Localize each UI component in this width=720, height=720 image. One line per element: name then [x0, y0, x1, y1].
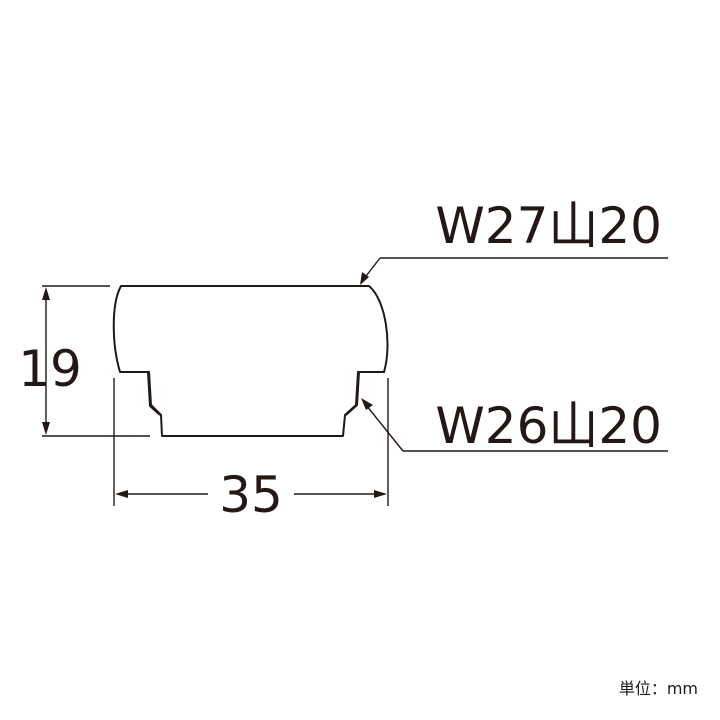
height-arrow-top — [42, 287, 50, 300]
fitting-upper-body — [112, 285, 389, 437]
height-arrow-bottom — [42, 422, 50, 435]
width-arrow-right — [374, 490, 387, 498]
inner-thread-leader-diagonal — [365, 404, 404, 452]
fitting-thread-step-right — [345, 371, 385, 416]
outer-thread-leader-arrow — [360, 272, 369, 285]
width-dimension-label: 35 — [219, 466, 283, 524]
outer-thread-label: W27山20 — [435, 197, 662, 255]
inner-thread-leader-arrow — [361, 398, 373, 410]
height-dimension-label: 19 — [18, 340, 82, 398]
inner-thread-label: W26山20 — [435, 397, 662, 455]
width-arrow-left — [115, 490, 128, 498]
unit-label: 単位：mm — [619, 679, 698, 698]
fitting-thread-step-left — [120, 371, 161, 416]
